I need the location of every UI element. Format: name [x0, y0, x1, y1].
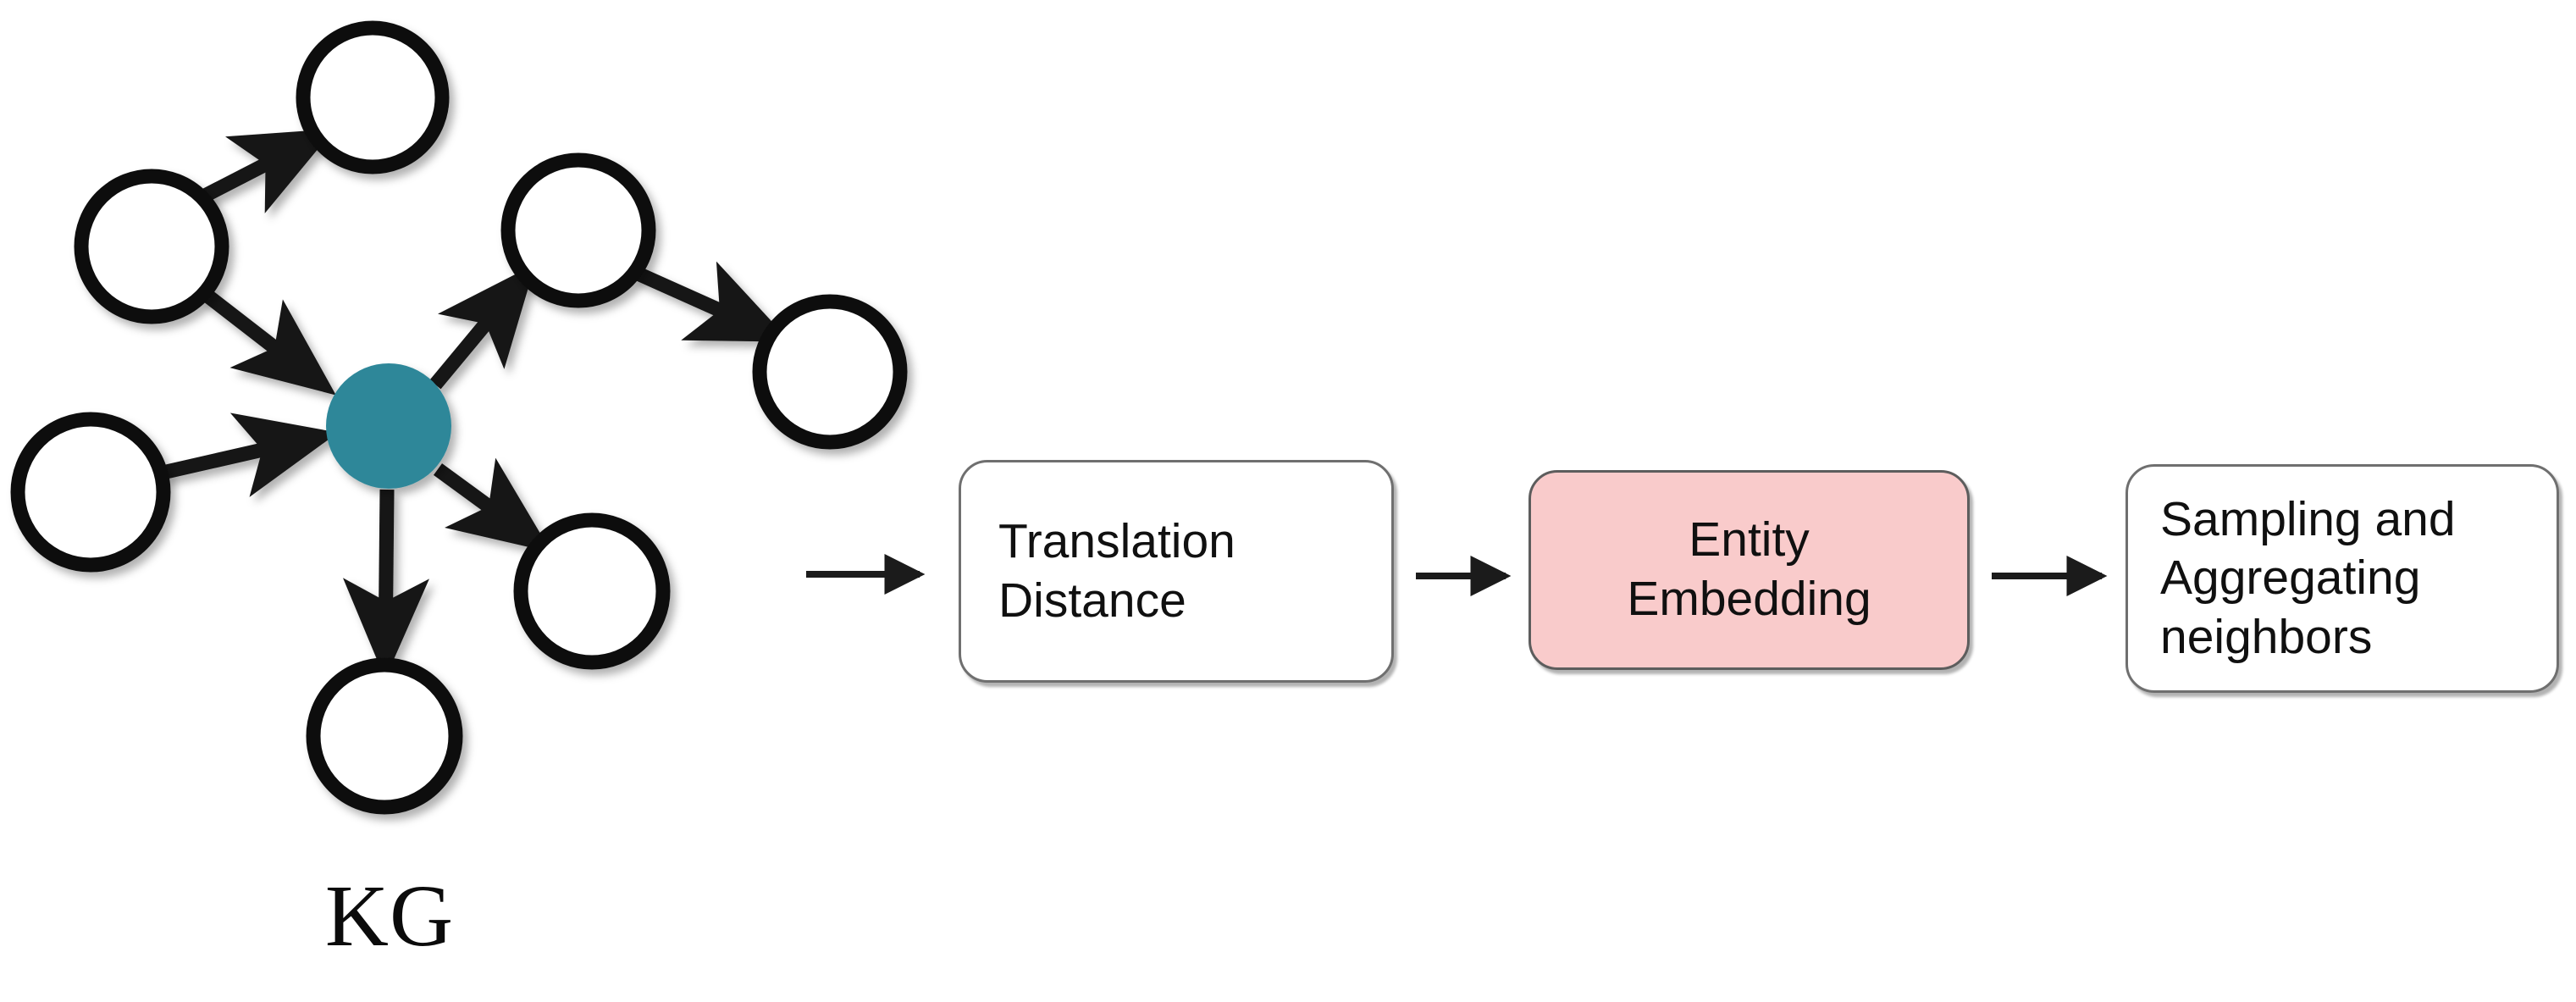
neighbor-node-left[interactable]: [10, 412, 171, 573]
neighbor-node-upper-left[interactable]: [74, 169, 229, 324]
kg-edges: [161, 129, 791, 679]
neighbor-node-far-right[interactable]: [752, 294, 908, 450]
stage-label-translation-distance: Translation Distance: [998, 513, 1235, 628]
edge-center-to-bottom: [342, 489, 429, 679]
center-entity-node[interactable]: [326, 363, 451, 489]
stage-box-sampling-aggregating-neighbors[interactable]: Sampling and Aggregating neighbors: [2125, 464, 2559, 693]
edge-left-to-center: [161, 412, 339, 497]
edge-upperleft-to-top: [198, 129, 335, 213]
edge-upperleft-to-center: [199, 287, 336, 396]
stage-box-translation-distance[interactable]: Translation Distance: [959, 460, 1394, 683]
kg-caption-label: KG: [324, 867, 455, 965]
neighbor-node-top[interactable]: [296, 20, 450, 174]
neighbor-node-upper-right[interactable]: [500, 152, 656, 308]
kg-nodes: [10, 20, 908, 815]
pipeline-connectors: [806, 554, 2108, 596]
stage-box-entity-embedding[interactable]: Entity Embedding: [1528, 470, 1970, 670]
stage-label-sampling-aggregating-neighbors: Sampling and Aggregating neighbors: [2160, 491, 2456, 664]
edge-center-to-lowerright: [433, 457, 552, 553]
neighbor-node-lower-right[interactable]: [513, 512, 671, 670]
stage-label-entity-embedding: Entity Embedding: [1627, 512, 1871, 626]
neighbor-node-bottom[interactable]: [306, 657, 463, 815]
edge-upperright-to-farright: [633, 261, 791, 342]
edge-center-to-upperright: [429, 263, 536, 390]
